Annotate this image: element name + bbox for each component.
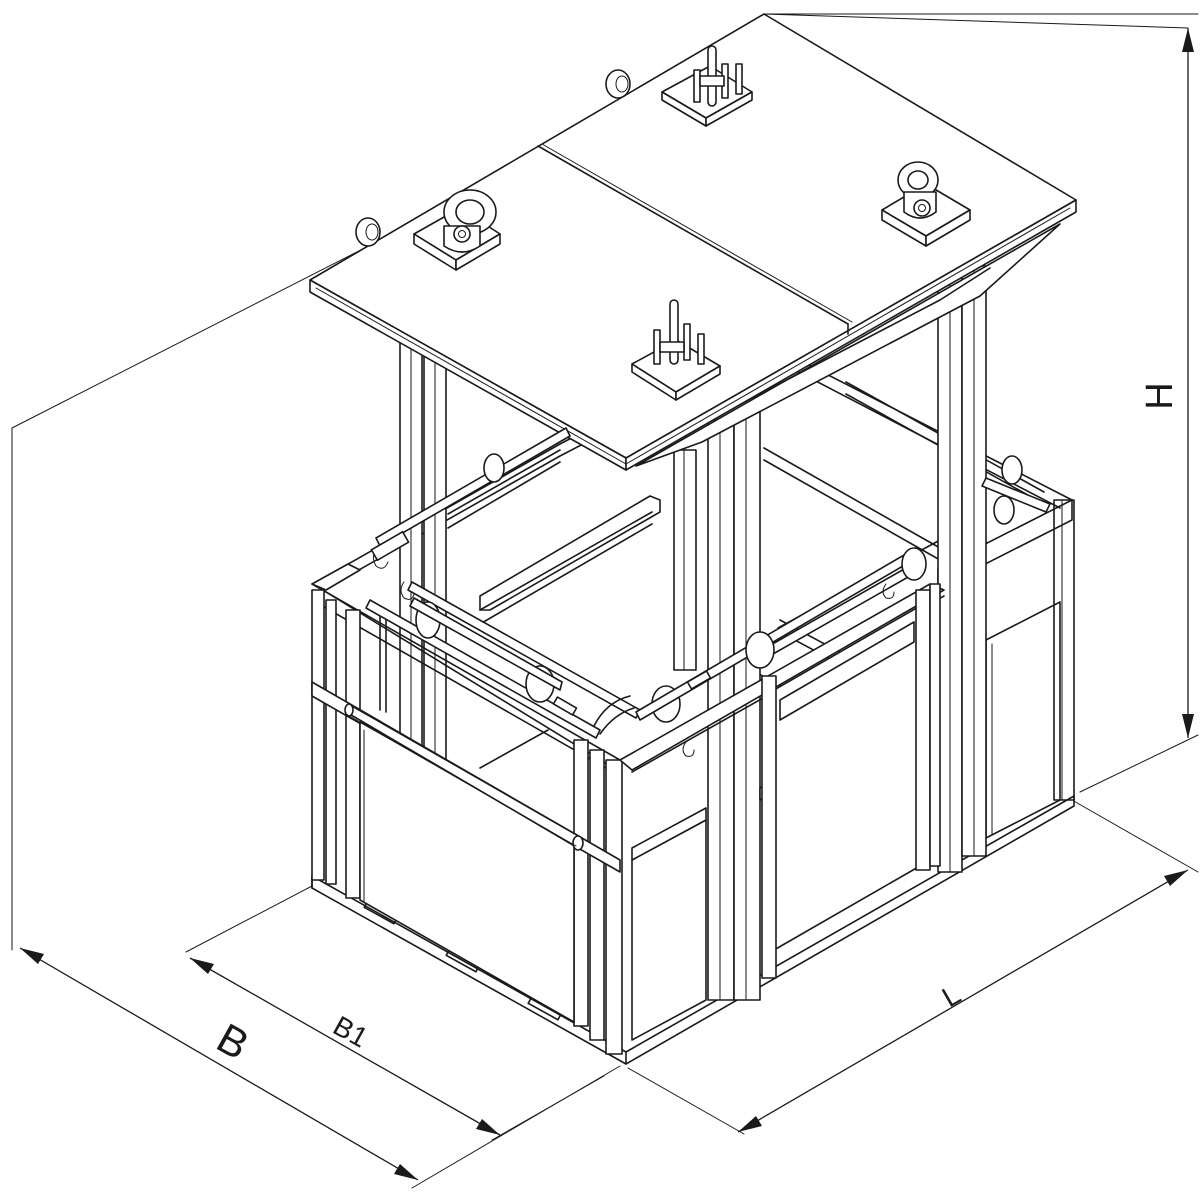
guide-pin-icon (631, 299, 721, 401)
hook-icon (882, 583, 895, 599)
arrow-icon (20, 948, 44, 964)
roof-assembly (309, 13, 1077, 1001)
left-side-frame (311, 563, 623, 1055)
height-label: H (1139, 382, 1181, 409)
arrow-icon (190, 958, 214, 974)
arrow-icon (1182, 28, 1194, 52)
arrow-icon (738, 1116, 762, 1132)
roof-seam (537, 145, 849, 325)
side-panel (359, 721, 575, 1023)
width-label: B (209, 1014, 256, 1069)
inner-width-dimension-line (189, 957, 501, 1136)
lifting-eye-icon (605, 69, 631, 99)
arrow-icon (1182, 714, 1194, 738)
arrow-icon (476, 1119, 500, 1135)
hook-icon (400, 581, 415, 600)
lifting-eye-icon (413, 189, 501, 271)
top-handrails (365, 427, 1051, 757)
dimension-lines (11, 13, 1199, 1189)
width-dimension-line (19, 947, 419, 1181)
lifting-eye-icon (881, 161, 971, 247)
lifting-eye-icon (355, 217, 381, 247)
length-dimension-line (737, 869, 1189, 1133)
length-label: L (937, 978, 966, 1013)
arrow-icon (1164, 870, 1188, 886)
front-frame (619, 583, 945, 1041)
arrow-icon (394, 1164, 418, 1180)
guide-pin-icon (661, 45, 753, 127)
hook-icon (682, 741, 695, 757)
inner-width-label: B1 (328, 1010, 373, 1054)
